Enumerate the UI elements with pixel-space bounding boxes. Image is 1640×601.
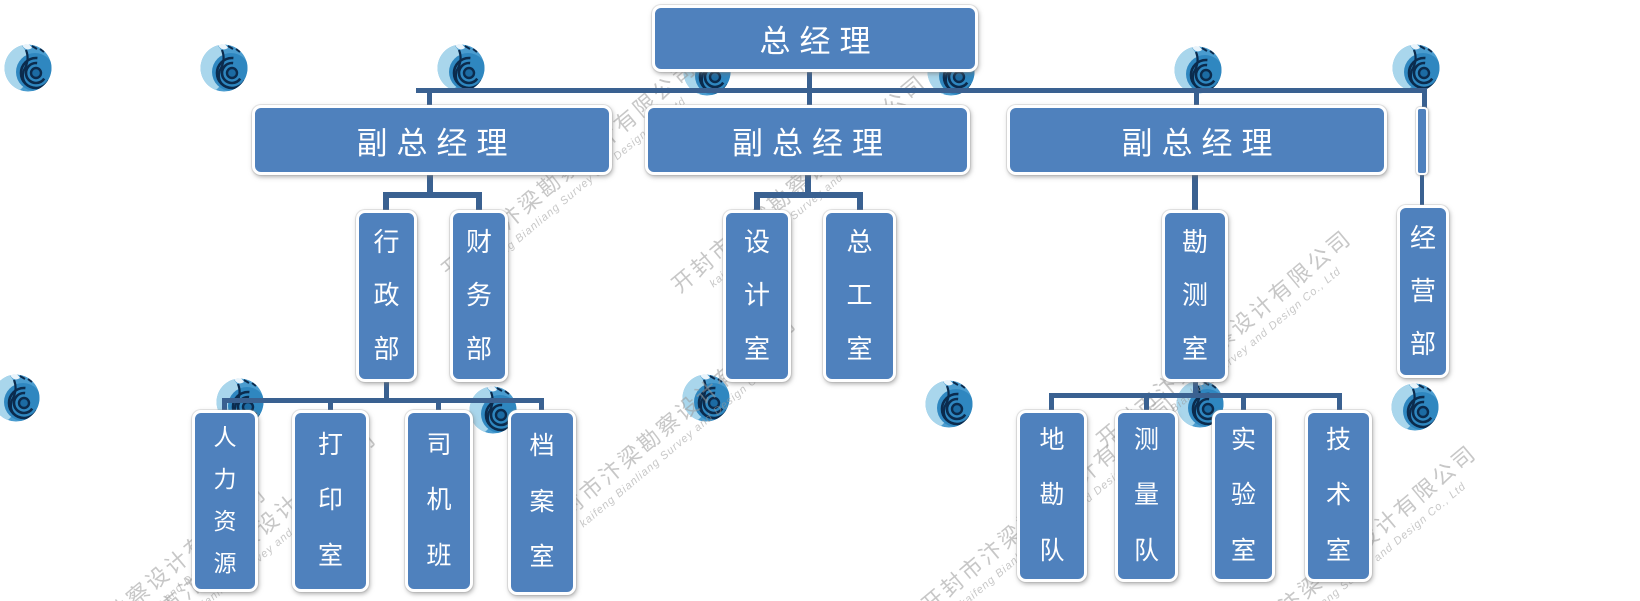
- company-globe-logo-icon: [680, 372, 732, 424]
- connector-survey-children-hline: [1049, 393, 1342, 398]
- connector-drop-measure-team: [1144, 393, 1149, 412]
- node-geological-survey-team: 地 勘 队: [1017, 410, 1087, 582]
- node-business-dept: 经 营 部: [1397, 205, 1449, 378]
- node-measurement-team: 测 量 队: [1115, 410, 1178, 582]
- connector-business-link: [1420, 173, 1424, 207]
- connector-drop-hr: [222, 398, 227, 412]
- node-admin-dept: 行 政 部: [356, 210, 417, 382]
- connector-drop-archive-room: [539, 398, 544, 412]
- watermark-text: 开封市汴梁勘察设计有限公司 kaifeng Bianliang Survey a…: [666, 69, 932, 298]
- connector-deputy2-riser: [805, 175, 811, 198]
- node-human-resources: 人 力 资 源: [192, 410, 258, 592]
- connector-level2-hline: [416, 88, 1427, 93]
- connector-drop-design-room: [754, 192, 760, 212]
- connector-drop-finance-dept: [476, 192, 482, 212]
- company-globe-logo-icon: [198, 42, 250, 94]
- node-print-room: 打 印 室: [292, 410, 369, 592]
- connector-drop-survey-room: [1192, 175, 1198, 212]
- node-chief-engineer-room: 总 工 室: [823, 210, 896, 382]
- company-globe-logo-icon: [2, 42, 54, 94]
- node-finance-dept: 财 务 部: [450, 210, 508, 382]
- connector-drop-business: [1422, 88, 1427, 109]
- connector-drop-deputy3: [1194, 88, 1199, 107]
- connector-admin-riser: [384, 382, 389, 402]
- connector-drop-tech-room: [1337, 393, 1342, 412]
- connector-survey-riser: [1193, 382, 1198, 397]
- node-deputy-gm-3: 副总经理: [1007, 105, 1387, 175]
- node-driver-team: 司 机 班: [405, 410, 473, 592]
- connector-deputy2-hline: [754, 192, 863, 198]
- connector-deputy1-hline: [383, 192, 482, 198]
- company-globe-logo-icon: [0, 372, 42, 424]
- connector-drop-print-room: [328, 398, 333, 412]
- connector-drop-geo-team: [1049, 393, 1054, 412]
- company-globe-logo-icon: [1390, 42, 1442, 94]
- connector-drop-driver-team: [436, 398, 441, 412]
- node-deputy-gm-1: 副总经理: [252, 105, 612, 175]
- node-design-room: 设 计 室: [723, 210, 791, 382]
- connector-bar-node: [1416, 107, 1428, 175]
- connector-drop-chief-engineer-room: [857, 192, 863, 212]
- node-survey-room: 勘 测 室: [1162, 210, 1228, 382]
- node-general-manager: 总经理: [652, 5, 978, 72]
- company-globe-logo-icon: [435, 42, 487, 94]
- company-globe-logo-icon: [1389, 381, 1441, 433]
- node-technical-room: 技 术 室: [1305, 410, 1372, 582]
- node-deputy-gm-2: 副总经理: [645, 105, 970, 175]
- connector-admin-children-hline: [222, 398, 544, 403]
- node-laboratory: 实 验 室: [1212, 410, 1275, 582]
- connector-drop-lab: [1241, 393, 1246, 412]
- connector-drop-admin-dept: [383, 192, 389, 212]
- connector-drop-deputy1: [427, 88, 432, 107]
- node-archive-room: 档 案 室: [508, 410, 576, 595]
- company-globe-logo-icon: [923, 378, 975, 430]
- connector-deputy1-riser: [427, 175, 433, 198]
